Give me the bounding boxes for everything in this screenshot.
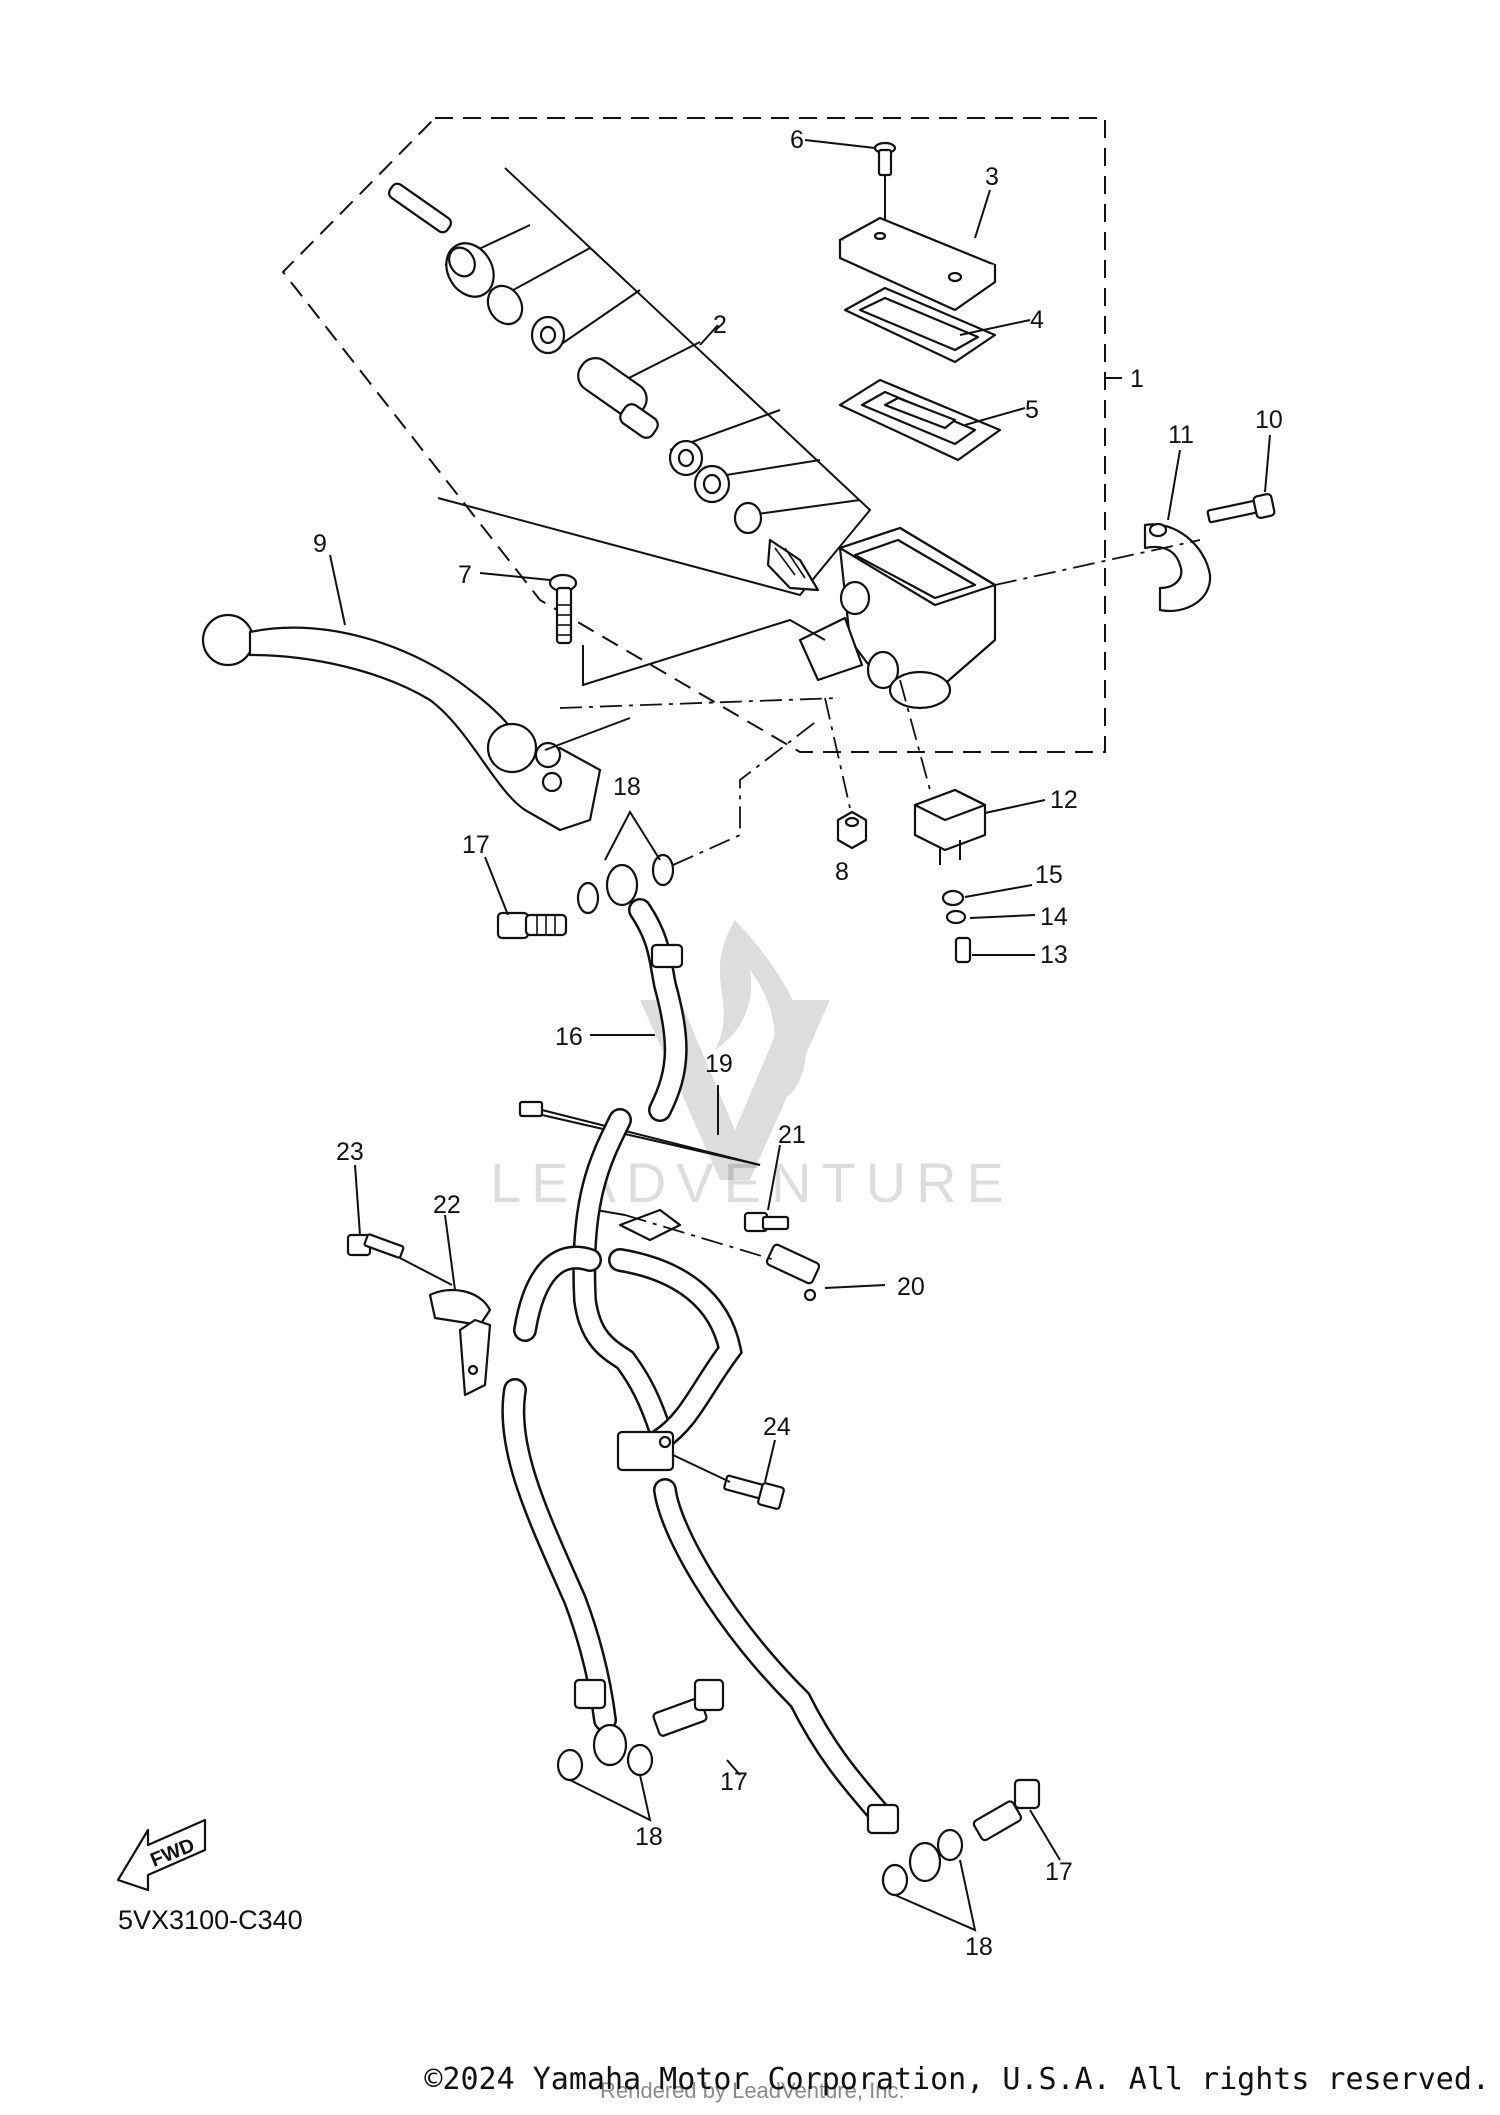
diaphragm [838,378,1002,462]
hose-bracket [595,1208,682,1242]
fwd-arrow: FWD [116,1818,207,1892]
callout-21: 21 [778,1121,806,1149]
callout-8: 8 [835,858,849,886]
callout-9: 9 [313,530,327,558]
callout-3: 3 [985,163,999,191]
bracket-bolt-21 [743,1211,790,1233]
master-cylinder-body [798,526,997,710]
clamp-bolt [1206,493,1276,524]
cup-seal [530,315,566,355]
lower-left-hose [501,1378,617,1732]
callout-18-lower-right: 18 [965,1933,993,1961]
callout-12: 12 [1050,786,1078,814]
callout-13: 13 [1040,941,1068,969]
reservoir-cover [838,216,997,312]
callout-18-upper: 18 [613,773,641,801]
primary-cup [693,464,731,504]
switch-screw [954,936,972,964]
lower-left-washers [556,1743,654,1782]
push-rod [387,182,453,234]
callout-23: 23 [336,1138,364,1166]
spring-retainer [733,501,763,535]
callout-5: 5 [1025,396,1039,424]
lower-left-banjo-bolt [652,1678,725,1737]
callout-6: 6 [790,126,804,154]
callout-18-lower-left: 18 [635,1823,663,1851]
left-brake-hose [513,1108,672,1442]
callout-17-upper: 17 [462,831,490,859]
diagram-code: 5VX3100-C340 [118,1905,303,1935]
cap-screw [873,141,897,225]
callout-10: 10 [1255,406,1283,434]
callout-20: 20 [897,1273,925,1301]
upper-washers [576,853,675,915]
bolt-23 [346,1233,405,1259]
lower-right-washers [881,1828,964,1897]
pivot-bolt [548,573,578,645]
callout-7: 7 [458,561,472,589]
callout-24: 24 [763,1413,791,1441]
circlip [486,284,524,326]
cable-tie [518,1100,761,1166]
lower-right-banjo-bolt [972,1778,1041,1842]
lower-right-banjo [908,1841,942,1883]
joint-bolt [723,1474,785,1510]
brake-lever [201,613,602,832]
brake-light-switch [913,788,987,865]
upper-banjo-bolt [496,911,568,940]
switch-lock-washer [945,909,967,925]
pivot-nut [836,810,868,850]
dust-boot [445,242,495,298]
copyright-notice: ©2024 Yamaha Motor Corporation, U.S.A. A… [424,2062,1490,2097]
upper-banjo [605,863,639,907]
callout-17-lower-right: 17 [1045,1858,1073,1886]
callout-19: 19 [705,1050,733,1078]
callout-1: 1 [1130,365,1144,393]
diaphragm-holder [843,286,997,364]
hose-clamp-22 [428,1288,492,1397]
callout-11: 11 [1168,421,1194,449]
callout-16: 16 [555,1023,583,1051]
lower-right-hose [653,1478,900,1835]
piston [577,357,659,439]
callout-14: 14 [1040,903,1068,931]
secondary-cup [668,439,704,477]
hose-joint-block [616,1430,675,1472]
callout-4: 4 [1030,306,1044,334]
rendered-by-text: Rendered by LeadVenture, Inc. [600,2078,905,2103]
return-spring [766,538,820,592]
callout-22: 22 [433,1191,461,1219]
callout-15: 15 [1035,861,1063,889]
handlebar-clamp [1143,522,1212,613]
piston-kit-bracket [437,167,872,597]
lower-left-banjo [592,1723,628,1767]
callout-17-lower-left: 17 [720,1768,748,1796]
hose-holder-bracket [624,1214,821,1302]
switch-washer [941,889,965,907]
assembly-boundary [281,117,1106,753]
callout-2: 2 [713,311,727,339]
upper-brake-hose [628,898,688,1122]
right-brake-hose [608,1248,743,1452]
